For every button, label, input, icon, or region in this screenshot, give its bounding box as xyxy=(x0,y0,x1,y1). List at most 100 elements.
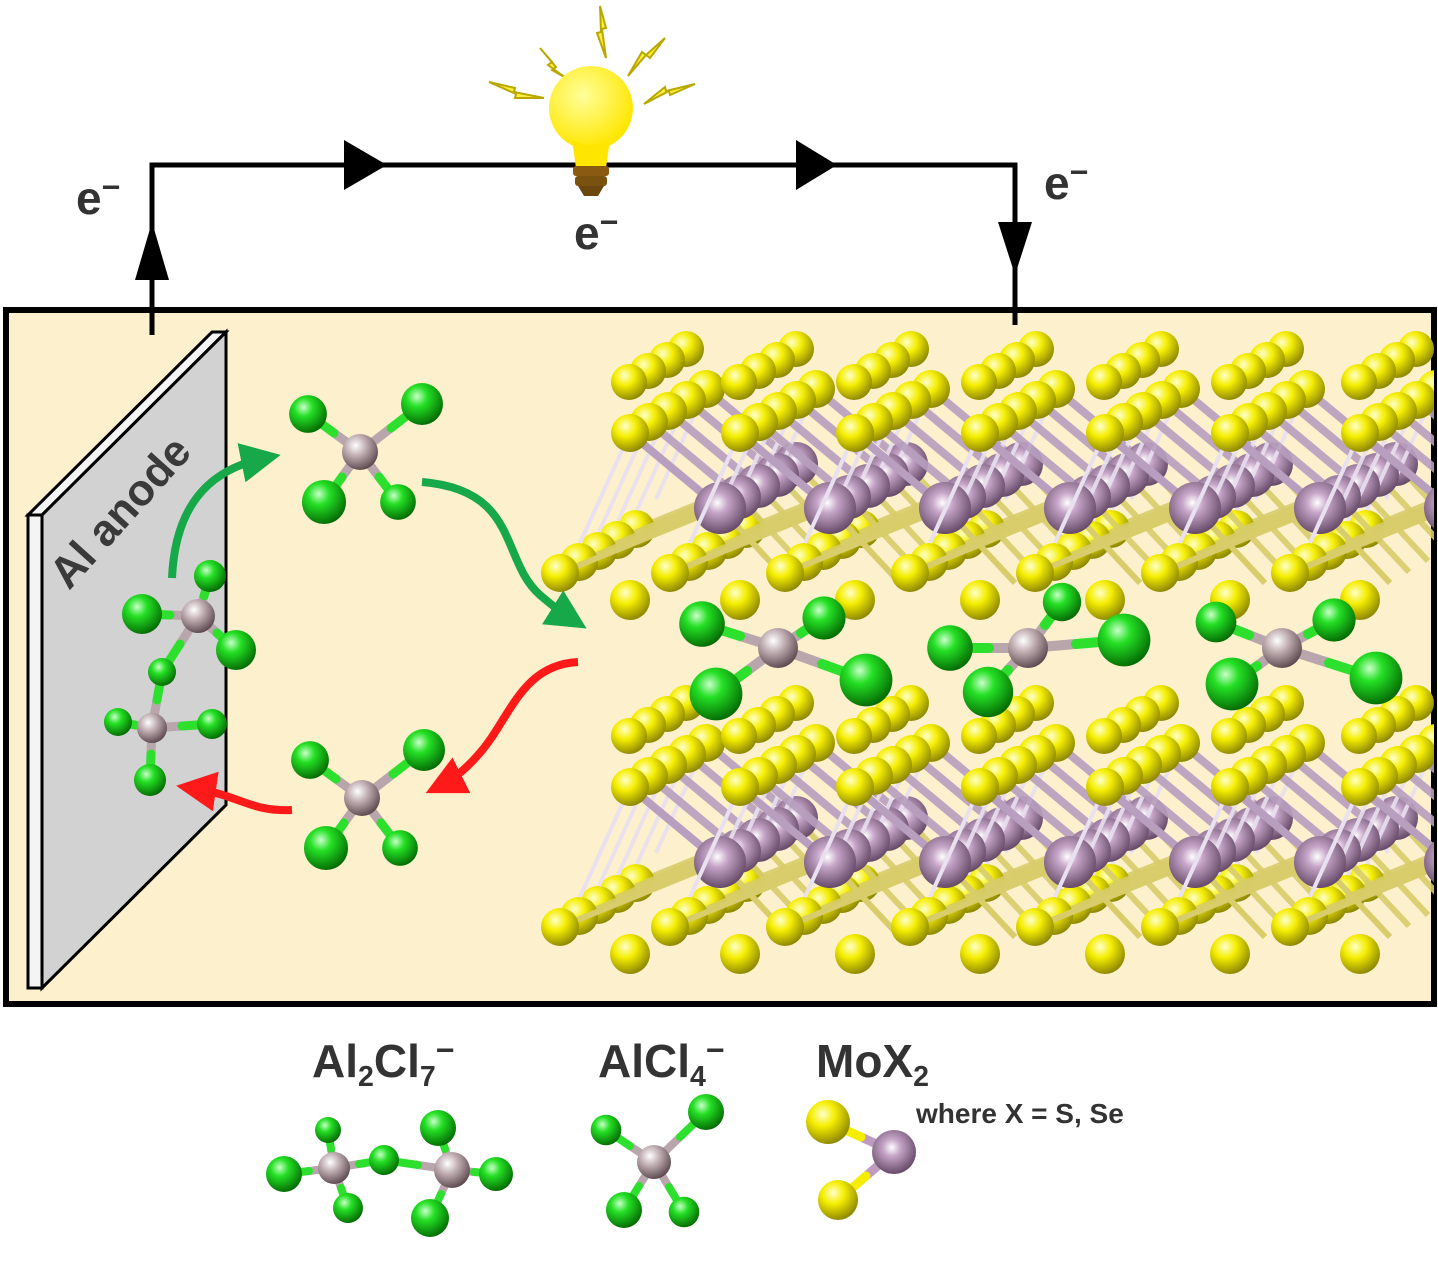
chlorine-atom xyxy=(291,741,329,779)
chalcogen-atom xyxy=(766,908,804,946)
chalcogen-atom xyxy=(836,718,872,754)
alcl4-molecule xyxy=(291,729,445,871)
electron-label-right: e− xyxy=(1044,153,1089,209)
aluminum-atom xyxy=(637,1145,671,1179)
electron-label-center: e− xyxy=(574,203,619,259)
aluminum-atom xyxy=(758,628,798,668)
chlorine-atom xyxy=(689,667,743,721)
chlorine-atom xyxy=(266,1156,302,1192)
bond xyxy=(688,786,742,898)
chlorine-atom xyxy=(1205,657,1259,711)
bond xyxy=(1364,498,1434,532)
chlorine-atom xyxy=(403,729,445,771)
bond xyxy=(1414,750,1434,774)
chalcogen-atom xyxy=(651,554,689,592)
bond xyxy=(1308,432,1362,544)
chlorine-atom xyxy=(688,1094,724,1130)
aluminum-atom xyxy=(1008,628,1048,668)
chlorine-atom xyxy=(839,653,893,707)
bond xyxy=(578,786,632,898)
aluminum-atom xyxy=(181,599,215,633)
chlorine-atom xyxy=(382,830,418,866)
mox2-layer-top xyxy=(541,331,1434,620)
bond xyxy=(1307,861,1434,919)
legend-mox2-note: where X = S, Se xyxy=(916,1098,1124,1129)
discharge-arrow-1 xyxy=(425,658,579,794)
molybdenum-atom xyxy=(1424,487,1434,529)
aluminum-atom xyxy=(1262,628,1302,668)
bond xyxy=(1357,783,1434,854)
discharge-arrow-2 xyxy=(176,771,293,815)
bond xyxy=(803,432,857,544)
alcl4-molecule xyxy=(289,383,443,525)
chalcogen-atom xyxy=(960,934,1000,974)
bond xyxy=(1158,859,1322,930)
legend-mox2-model xyxy=(806,1100,916,1220)
bond xyxy=(1033,505,1197,576)
chalcogen-atom xyxy=(1271,908,1309,946)
bond xyxy=(1288,865,1434,930)
chlorine-atom xyxy=(216,630,256,670)
alcl4-molecule xyxy=(927,582,1151,718)
chalcogen-atom xyxy=(1086,768,1124,806)
al-anode-plate xyxy=(24,328,230,992)
chlorine-atom xyxy=(927,625,973,671)
chalcogen-atom xyxy=(1086,718,1122,754)
chalcogen-atom xyxy=(1141,554,1179,592)
chalcogen-atom xyxy=(1211,364,1247,400)
bond xyxy=(1364,852,1434,886)
bond xyxy=(1376,418,1434,474)
circuit-arrow-down xyxy=(998,222,1032,275)
chalcogen-atom xyxy=(720,580,760,620)
molybdenum-atom xyxy=(1294,482,1346,534)
chalcogen-atom xyxy=(611,718,647,754)
chalcogen-atom xyxy=(1016,908,1054,946)
chlorine-atom xyxy=(301,479,347,525)
circuit-arrow-right-2 xyxy=(796,140,837,190)
chlorine-atom xyxy=(369,1145,399,1175)
chalcogen-atom xyxy=(721,414,759,452)
chlorine-atom xyxy=(194,560,226,592)
chalcogen-atom xyxy=(961,414,999,452)
chlorine-atom xyxy=(962,666,1014,718)
aluminum-atom xyxy=(434,1152,470,1188)
legend-al2cl7-model xyxy=(266,1110,513,1237)
bond xyxy=(1033,859,1197,930)
chalcogen-atom xyxy=(611,768,649,806)
bond xyxy=(668,859,832,930)
chlorine-atom xyxy=(134,764,166,796)
chlorine-atom xyxy=(420,1110,456,1146)
chalcogen-atom xyxy=(721,718,757,754)
chalcogen-atom xyxy=(1085,580,1125,620)
legend-alcl4-formula: AlCl4− xyxy=(598,1031,725,1094)
bond xyxy=(908,505,1072,576)
chalcogen-atom xyxy=(1211,768,1249,806)
chalcogen-atom xyxy=(721,364,757,400)
alcl4-molecule xyxy=(679,596,893,721)
bond xyxy=(558,859,722,930)
chalcogen-atom xyxy=(961,364,997,400)
chlorine-atom xyxy=(197,709,227,739)
molybdenum-atom xyxy=(1424,841,1434,883)
legend-mox2-formula: MoX2 xyxy=(816,1035,929,1094)
al2cl7-molecule xyxy=(104,560,256,796)
bond xyxy=(1326,504,1434,554)
chalcogen-atom xyxy=(960,580,1000,620)
bond xyxy=(1395,407,1434,447)
bond xyxy=(928,432,982,544)
chalcogen-atom xyxy=(721,768,759,806)
bond xyxy=(783,505,947,576)
chlorine-atom xyxy=(668,1196,700,1228)
bond xyxy=(1395,761,1434,801)
chalcogen-atom xyxy=(541,554,579,592)
chalcogen-atom xyxy=(1340,934,1380,974)
chalcogen-atom xyxy=(1271,554,1309,592)
molybdenum-atom xyxy=(694,482,746,534)
chalcogen-atom xyxy=(610,934,650,974)
bond xyxy=(1288,511,1434,576)
chalcogen-atom xyxy=(891,908,929,946)
bond xyxy=(1178,432,1232,544)
chalcogen-atom xyxy=(836,414,874,452)
chalcogen-atom xyxy=(836,364,872,400)
